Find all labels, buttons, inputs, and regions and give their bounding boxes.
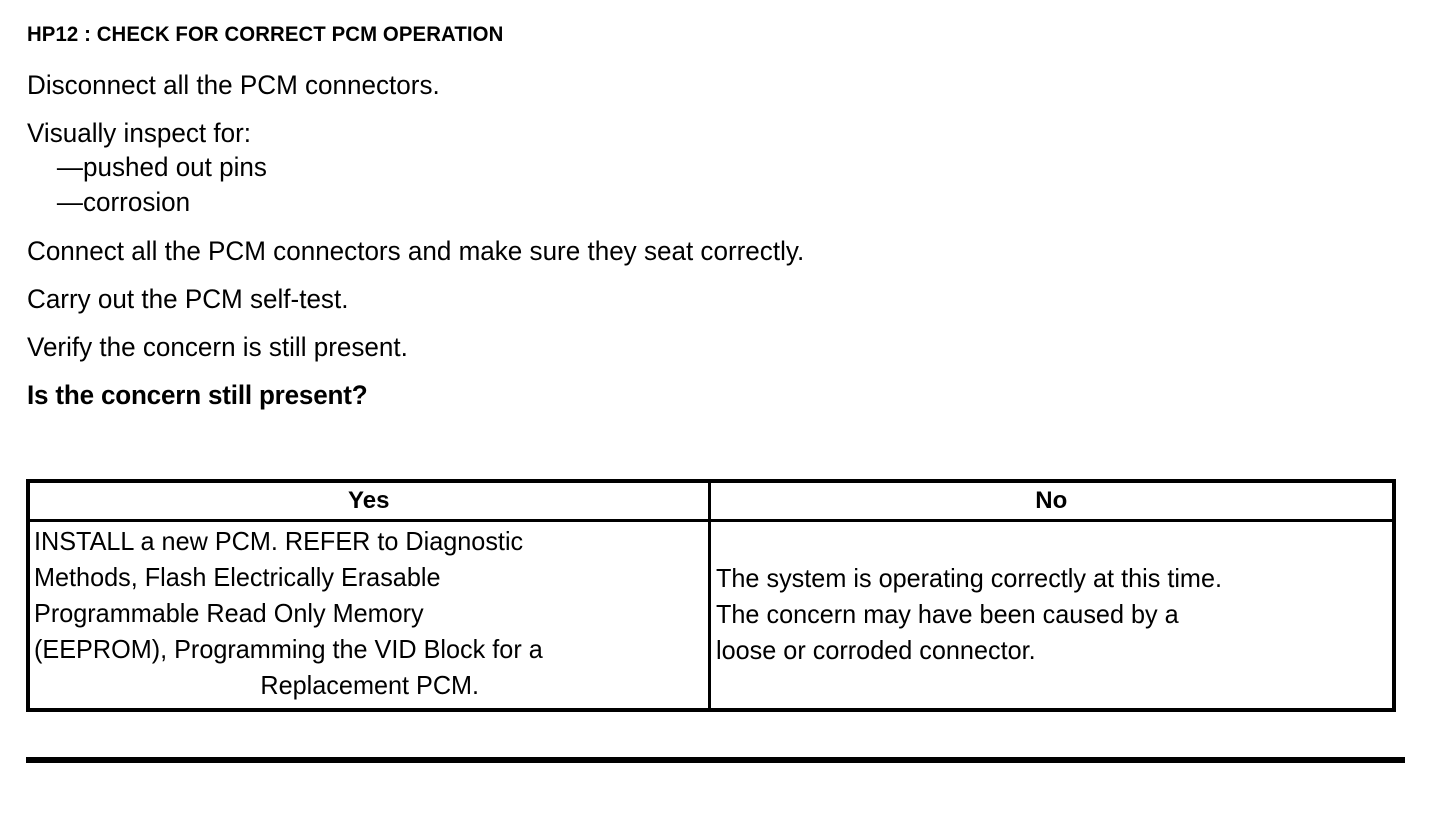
cell-no-line: loose or corroded connector.	[715, 634, 1036, 665]
instruction-line: Visually inspect for:	[27, 118, 252, 148]
cell-no-line: The system is operating correctly at thi…	[715, 562, 1222, 593]
table-header-row: Yes No	[26, 479, 1396, 522]
instruction-bullet: —pushed out pins	[56, 152, 267, 182]
decision-question: Is the concern still present?	[27, 380, 368, 410]
table-row: INSTALL a new PCM. REFER to Diagnostic M…	[26, 519, 1396, 712]
cell-yes-line: Replacement PCM.	[260, 670, 480, 700]
column-header-no: No	[707, 479, 1396, 522]
instruction-line: Disconnect all the PCM connectors.	[27, 70, 440, 100]
column-header-yes: Yes	[26, 479, 711, 522]
cell-no-line: The concern may have been caused by a	[715, 598, 1179, 629]
cell-no-text: The system is operating correctly at thi…	[711, 559, 1393, 672]
decision-table: Yes No INSTALL a new PCM. REFER to Diagn…	[26, 479, 1396, 712]
cell-yes-line: Programmable Read Only Memory	[34, 598, 424, 628]
cell-yes-line: Methods, Flash Electrically Erasable	[34, 562, 441, 592]
cell-yes-line: (EEPROM), Programming the VID Block for …	[34, 634, 543, 664]
instruction-list: Disconnect all the PCM connectors. Visua…	[27, 68, 1207, 412]
instruction-bullet: —corrosion	[56, 187, 191, 217]
cell-yes-answer: INSTALL a new PCM. REFER to Diagnostic M…	[26, 519, 711, 712]
cell-yes-line: INSTALL a new PCM. REFER to Diagnostic	[34, 526, 524, 556]
instruction-line: Verify the concern is still present.	[27, 332, 408, 362]
page-title: HP12 : CHECK FOR CORRECT PCM OPERATION	[27, 23, 504, 46]
instruction-line: Carry out the PCM self-test.	[27, 284, 349, 314]
instruction-line: Connect all the PCM connectors and make …	[27, 236, 805, 266]
cell-yes-text: INSTALL a new PCM. REFER to Diagnostic M…	[30, 522, 708, 707]
section-divider-rule	[26, 757, 1405, 763]
cell-no-answer: The system is operating correctly at thi…	[707, 519, 1396, 712]
